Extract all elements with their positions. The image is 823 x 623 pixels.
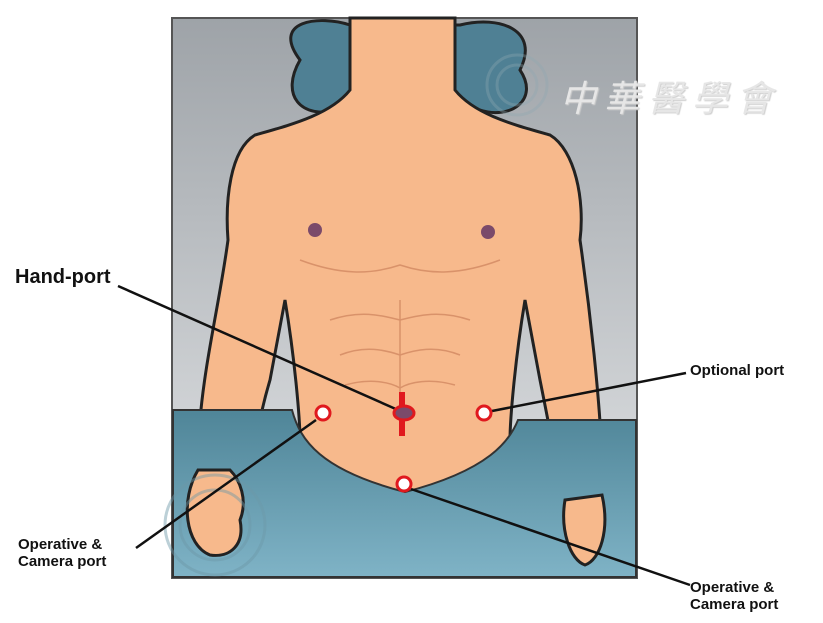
label-line: Operative &	[690, 579, 775, 596]
hand-port-marker	[392, 392, 416, 436]
hand-port-label: Hand-port	[15, 266, 111, 288]
bottom-operative-port-marker	[395, 475, 413, 493]
nipple-left	[308, 223, 322, 237]
abdominal-muscle-lines	[299, 259, 501, 400]
hand-port-leader	[117, 284, 399, 412]
label-line: Camera port	[18, 553, 107, 571]
label-line: Camera port	[690, 596, 779, 614]
label-line: Operative &	[18, 536, 103, 553]
left-port-leader	[135, 418, 317, 550]
left-operative-port-marker	[314, 404, 332, 422]
watermark-chinese-text: 中華醫學會	[560, 79, 781, 120]
watermark-seal-top	[485, 53, 549, 117]
right-hand	[562, 493, 607, 567]
nipple-right	[481, 225, 495, 239]
optional-port-marker	[475, 404, 493, 422]
optional-port-leader	[491, 371, 687, 413]
left-hand	[185, 468, 245, 557]
watermark-seal-bottom	[163, 473, 267, 577]
leader-lines	[117, 284, 691, 587]
optional-port-label: Optional port	[690, 362, 785, 379]
operative-camera-port-right-label: Operative & Camera port	[690, 579, 778, 614]
operative-camera-port-left-label: Operative & Camera port	[18, 536, 106, 571]
bottom-port-leader	[410, 487, 691, 587]
